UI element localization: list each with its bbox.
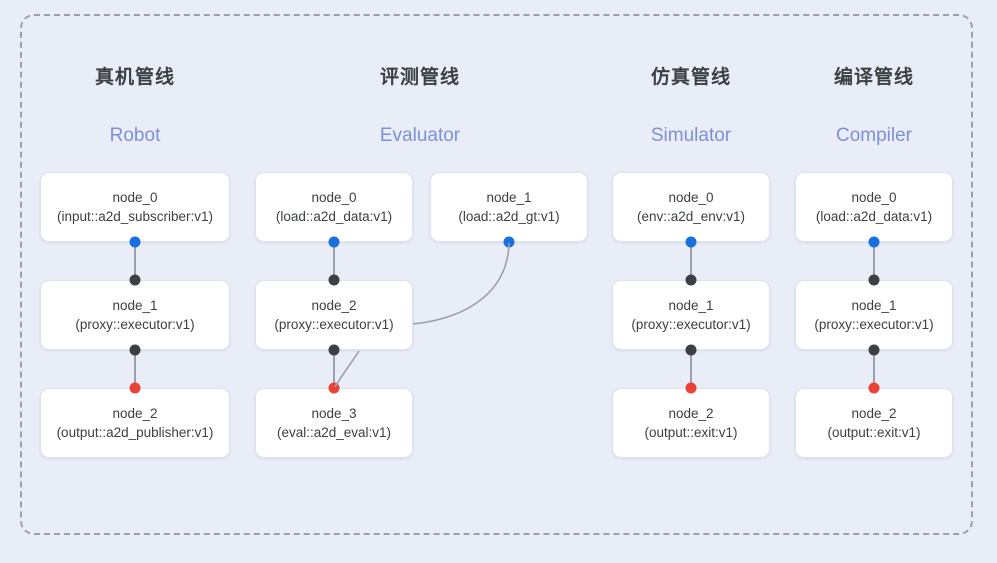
node-label-name: node_0 <box>668 190 714 205</box>
node-label-name: node_0 <box>851 190 897 205</box>
port-terminal-compiler-2[interactable] <box>868 382 880 394</box>
node-simulator-0[interactable]: node_0 (env::a2d_env:v1) <box>612 172 770 242</box>
node-label-name: node_2 <box>311 298 357 313</box>
node-label-type: (proxy::executor:v1) <box>274 317 394 332</box>
node-label-name: node_1 <box>486 190 532 205</box>
node-label-name: node_0 <box>112 190 158 205</box>
node-label-type: (output::exit:v1) <box>644 425 738 440</box>
node-evaluator-0[interactable]: node_0 (load::a2d_data:v1) <box>255 172 413 242</box>
port-terminal-simulator-2[interactable] <box>685 382 697 394</box>
node-label-type: (eval::a2d_eval:v1) <box>276 425 392 440</box>
node-label-type: (proxy::executor:v1) <box>75 317 195 332</box>
column-subtitle-simulator: Simulator <box>650 125 732 146</box>
node-compiler-1[interactable]: node_1 (proxy::executor:v1) <box>795 280 953 350</box>
node-evaluator-gt[interactable]: node_1 (load::a2d_gt:v1) <box>430 172 588 242</box>
column-title-simulator: 仿真管线 <box>650 67 731 88</box>
node-robot-2[interactable]: node_2 (output::a2d_publisher:v1) <box>40 388 230 458</box>
column-subtitle-evaluator: Evaluator <box>379 125 461 146</box>
node-label-name: node_0 <box>311 190 357 205</box>
node-label-type: (output::exit:v1) <box>827 425 921 440</box>
edge-evaluator-2-3 <box>333 350 335 388</box>
node-evaluator-3[interactable]: node_3 (eval::a2d_eval:v1) <box>255 388 413 458</box>
node-label-type: (load::a2d_data:v1) <box>275 209 393 224</box>
node-label-type: (proxy::executor:v1) <box>631 317 751 332</box>
port-input-evaluator-2[interactable] <box>328 274 340 286</box>
edge-robot-0-1 <box>134 242 136 280</box>
node-label-type: (load::a2d_data:v1) <box>815 209 933 224</box>
node-label-name: node_2 <box>851 406 897 421</box>
port-input-compiler-1[interactable] <box>868 274 880 286</box>
edge-robot-1-2 <box>134 350 136 388</box>
node-robot-0[interactable]: node_0 (input::a2d_subscriber:v1) <box>40 172 230 242</box>
edge-compiler-0-1 <box>873 242 875 280</box>
port-output-evaluator-2[interactable] <box>328 344 340 356</box>
column-title-compiler: 编译管线 <box>833 67 914 88</box>
column-title-robot: 真机管线 <box>94 67 175 88</box>
node-label-type: (env::a2d_env:v1) <box>636 209 746 224</box>
edge-compiler-1-2 <box>873 350 875 388</box>
port-output-robot-1[interactable] <box>129 344 141 356</box>
port-terminal-evaluator-3[interactable] <box>328 382 340 394</box>
node-label-type: (output::a2d_publisher:v1) <box>56 425 214 440</box>
edge-simulator-0-1 <box>690 242 692 280</box>
column-title-evaluator: 评测管线 <box>379 67 460 88</box>
node-simulator-2[interactable]: node_2 (output::exit:v1) <box>612 388 770 458</box>
port-output-evaluator-gt[interactable] <box>503 236 515 248</box>
port-output-simulator-0[interactable] <box>685 236 697 248</box>
node-simulator-1[interactable]: node_1 (proxy::executor:v1) <box>612 280 770 350</box>
port-output-compiler-1[interactable] <box>868 344 880 356</box>
node-compiler-2[interactable]: node_2 (output::exit:v1) <box>795 388 953 458</box>
port-output-simulator-1[interactable] <box>685 344 697 356</box>
port-output-evaluator-0[interactable] <box>328 236 340 248</box>
node-label-name: node_1 <box>668 298 714 313</box>
port-input-robot-1[interactable] <box>129 274 141 286</box>
node-label-name: node_1 <box>851 298 897 313</box>
node-label-type: (proxy::executor:v1) <box>814 317 934 332</box>
node-evaluator-2[interactable]: node_2 (proxy::executor:v1) <box>255 280 413 350</box>
node-label-name: node_2 <box>112 406 158 421</box>
diagram-dashed-frame <box>20 14 973 535</box>
column-subtitle-robot: Robot <box>109 125 161 146</box>
port-output-compiler-0[interactable] <box>868 236 880 248</box>
node-robot-1[interactable]: node_1 (proxy::executor:v1) <box>40 280 230 350</box>
edge-evaluator-0-2 <box>333 242 335 280</box>
edge-simulator-1-2 <box>690 350 692 388</box>
node-label-type: (input::a2d_subscriber:v1) <box>56 209 214 224</box>
port-output-robot-0[interactable] <box>129 236 141 248</box>
column-subtitle-compiler: Compiler <box>835 125 913 146</box>
node-label-type: (load::a2d_gt:v1) <box>458 209 560 224</box>
port-terminal-robot-2[interactable] <box>129 382 141 394</box>
node-label-name: node_3 <box>311 406 357 421</box>
node-compiler-0[interactable]: node_0 (load::a2d_data:v1) <box>795 172 953 242</box>
node-label-name: node_1 <box>112 298 158 313</box>
node-label-name: node_2 <box>668 406 714 421</box>
port-input-simulator-1[interactable] <box>685 274 697 286</box>
